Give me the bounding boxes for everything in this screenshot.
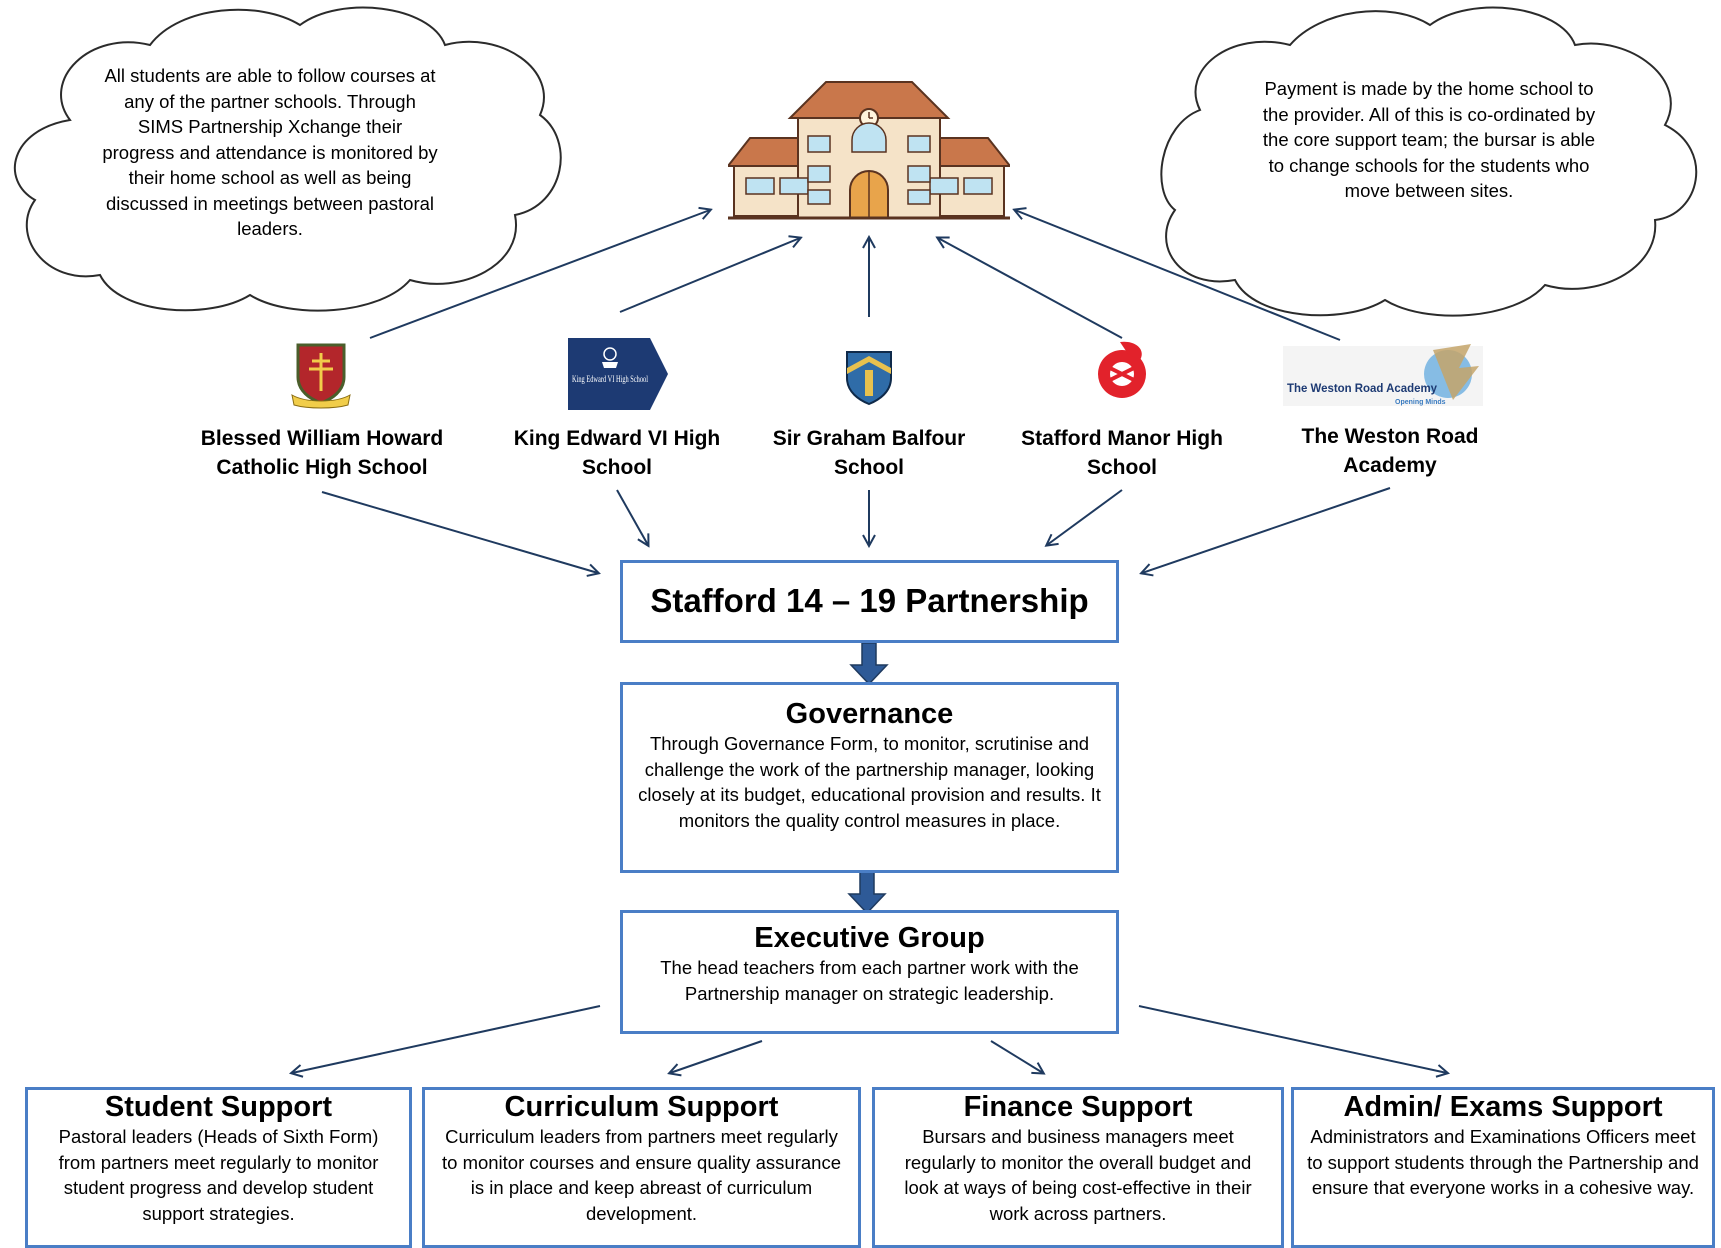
arrow-support-3 [990,1040,1043,1073]
arrow-support-4 [1138,1005,1447,1073]
partnership-title: Stafford 14 – 19 Partnership [650,582,1089,619]
governance-title: Governance [785,698,954,730]
executive-title: Executive Group [754,922,985,954]
arrow-up-1 [369,210,710,339]
school-name-blessed-william-howard: Blessed William Howard Catholic High Sch… [200,427,444,479]
admin-exams-support-text: Administrators and Examinations Officers… [1307,1126,1699,1198]
arrow-down-4 [1047,489,1123,545]
support-arrows [292,1005,1447,1073]
arrow-down-2 [616,489,648,545]
shield-crest-icon [290,343,352,409]
arrow-down-5 [1142,487,1391,573]
school-name-king-edward: King Edward VI High School [513,427,721,479]
king-edward-logo-text: King Edward VI High School [572,374,648,384]
student-support-box: Student Support Pastoral leaders (Heads … [25,1087,412,1248]
arrow-up-2 [619,238,800,313]
executive-box: Executive Group The head teachers from e… [620,910,1119,1034]
arrow-up-4 [938,238,1123,339]
block-arrows [847,642,889,915]
block-arrow-1 [849,642,889,686]
school-name-weston-road: The Weston Road Academy [1301,425,1479,477]
admin-exams-support-box: Admin/ Exams Support Administrators and … [1291,1087,1715,1248]
school-building-icon [725,78,1013,223]
arrow-support-2 [670,1040,763,1073]
finance-support-box: Finance Support Bursars and business man… [872,1087,1284,1248]
arrow-support-1 [292,1005,601,1073]
student-support-title: Student Support [104,1091,333,1123]
school-name-sir-graham-balfour: Sir Graham Balfour School [772,427,966,479]
school-name-stafford-manor: Stafford Manor High School [1021,427,1223,479]
left-thought-cloud [13,6,562,312]
block-arrow-2 [847,871,887,915]
governance-box: Governance Through Governance Form, to m… [620,682,1119,873]
red-circle-emblem-icon [1092,338,1154,404]
finance-support-title: Finance Support [963,1091,1193,1123]
curriculum-support-title: Curriculum Support [504,1091,779,1123]
left-cloud-text: All students are able to follow courses … [102,65,438,239]
shield-badge-icon [845,350,893,406]
weston-road-logo-icon: The Weston Road Academy Opening Minds [1283,338,1483,414]
executive-text: The head teachers from each partner work… [660,957,1079,1004]
downward-arrows [321,487,1391,573]
king-edward-flag-icon: King Edward VI High School [568,338,668,410]
student-support-text: Pastoral leaders (Heads of Sixth Form) f… [58,1126,379,1224]
governance-text: Through Governance Form, to monitor, scr… [638,733,1101,831]
arrow-down-1 [321,491,598,573]
weston-logo-text: The Weston Road Academy [1287,381,1437,395]
curriculum-support-box: Curriculum Support Curriculum leaders fr… [422,1087,861,1248]
curriculum-support-text: Curriculum leaders from partners meet re… [442,1126,841,1224]
right-cloud-text: Payment is made by the home school to th… [1262,78,1596,201]
partnership-box: Stafford 14 – 19 Partnership [620,560,1119,643]
arrow-up-5 [1015,210,1341,341]
upward-arrows [369,210,1341,341]
admin-exams-support-title: Admin/ Exams Support [1343,1091,1663,1123]
finance-support-text: Bursars and business managers meet regul… [904,1126,1252,1224]
weston-logo-tagline: Opening Minds [1395,399,1446,406]
right-thought-cloud [1160,6,1698,317]
